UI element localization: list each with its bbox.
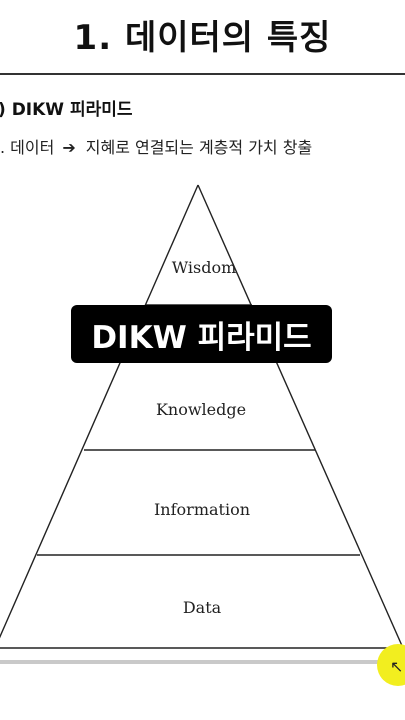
mouse-cursor-icon: ↖ — [390, 657, 404, 676]
pyramid-left-edge — [0, 184, 199, 639]
pyramid-level-information: Information — [153, 500, 251, 519]
arrow-right-icon: ➔ — [62, 138, 76, 157]
description-text: 지혜로 연결되는 계층적 가치 창출 — [85, 138, 313, 157]
scroll-track[interactable] — [0, 660, 405, 664]
pyramid-level-wisdom: Wisdom — [171, 258, 237, 277]
section-heading: ) DIKW 피라미드 — [0, 100, 133, 120]
caption-overlay: DIKW 피라미드 — [71, 305, 332, 363]
cursor-highlight — [377, 644, 405, 686]
pyramid-level-knowledge: Knowledge — [155, 400, 247, 419]
description-line: . 데이터 ➔ 지혜로 연결되는 계층적 가치 창출 — [0, 134, 312, 158]
pyramid-right-edge — [197, 184, 404, 649]
pyramid-level-data: Data — [182, 598, 222, 617]
page-title: 1. 데이터의 특징 — [73, 18, 332, 58]
description-prefix: . 데이터 — [0, 138, 55, 157]
title-divider — [0, 73, 405, 75]
